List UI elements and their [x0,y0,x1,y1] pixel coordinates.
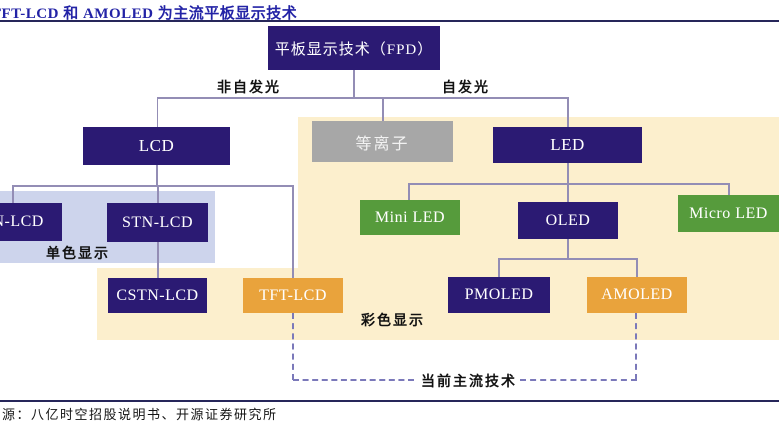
dashed-connector-line [292,313,294,380]
connector-line [157,185,159,203]
connector-line [408,183,410,200]
dashed-connector-line [293,379,414,381]
connector-line [156,97,569,99]
figure-title: TFT-LCD 和 AMOLED 为主流平板显示技术 [0,6,298,22]
dashed-connector-line [635,313,637,380]
connector-line [636,258,638,277]
node-pmoled: PMOLED [448,277,550,313]
connector-line [292,185,294,278]
connector-line [567,163,569,202]
footer-rule [0,400,779,402]
connector-line [408,183,729,185]
node-micro-led: Micro LED [678,195,779,232]
connector-line [382,97,384,121]
branch-label-emissive: 自发光 [442,81,490,96]
region-label-mainstream: 当前主流技术 [421,375,517,390]
connector-line [498,258,500,277]
dashed-connector-line [520,379,637,381]
connector-line [567,97,569,127]
node-mini-led: Mini LED [360,200,460,235]
node-led: LED [493,127,642,163]
region-label-monochrome: 单色显示 [46,247,110,262]
connector-line [353,70,355,97]
connector-line [728,183,730,195]
node-plasma: 等离子 [312,121,453,162]
node-fpd: 平板显示技术（FPD） [268,26,440,70]
connector-line [157,242,159,278]
node-stn-lcd: STN-LCD [107,203,208,242]
node-cstn-lcd: CSTN-LCD [108,278,207,313]
node-oled: OLED [518,202,618,239]
connector-line [12,185,14,203]
node-tft-lcd: TFT-LCD [243,278,343,313]
source-citation: 源：八亿时空招股说明书、开源证券研究所 [2,407,278,422]
node-lcd: LCD [83,127,230,165]
connector-line [156,97,158,127]
connector-line [156,165,158,185]
connector-line [12,185,293,187]
connector-line [498,258,637,260]
node-tn-lcd: TN-LCD [0,203,62,241]
connector-line [567,239,569,258]
node-amoled: AMOLED [587,277,687,313]
figure-title-wrap: TFT-LCD 和 AMOLED 为主流平板显示技术 [0,2,420,22]
region-label-color: 彩色显示 [361,314,425,329]
title-underline [0,20,779,22]
branch-label-non-emissive: 非自发光 [217,81,281,96]
